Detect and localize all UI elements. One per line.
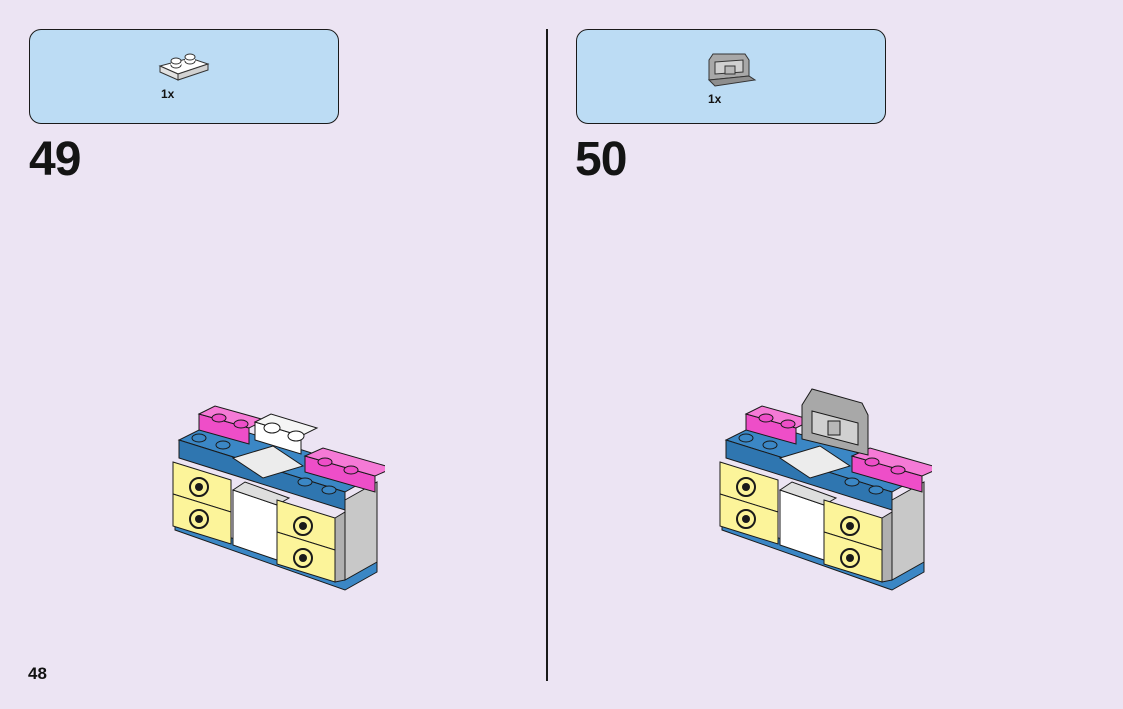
page-number: 48 [28, 664, 47, 683]
part-quantity: 1x [708, 92, 722, 106]
grey-laptop-screen-bracket-icon [707, 53, 757, 87]
page-divider [546, 29, 548, 681]
parts-callout-step-50: 1x [576, 29, 886, 124]
step-number-50: 50 [575, 133, 627, 186]
white-2x1-plate-icon [158, 53, 210, 81]
part-quantity: 1x [161, 87, 175, 101]
desk-with-drawers-step-49-illustration [172, 405, 385, 591]
parts-callout-step-49: 1x [29, 29, 339, 124]
step-number-49: 49 [29, 133, 81, 186]
desk-with-laptop-step-50-illustration [719, 388, 932, 591]
